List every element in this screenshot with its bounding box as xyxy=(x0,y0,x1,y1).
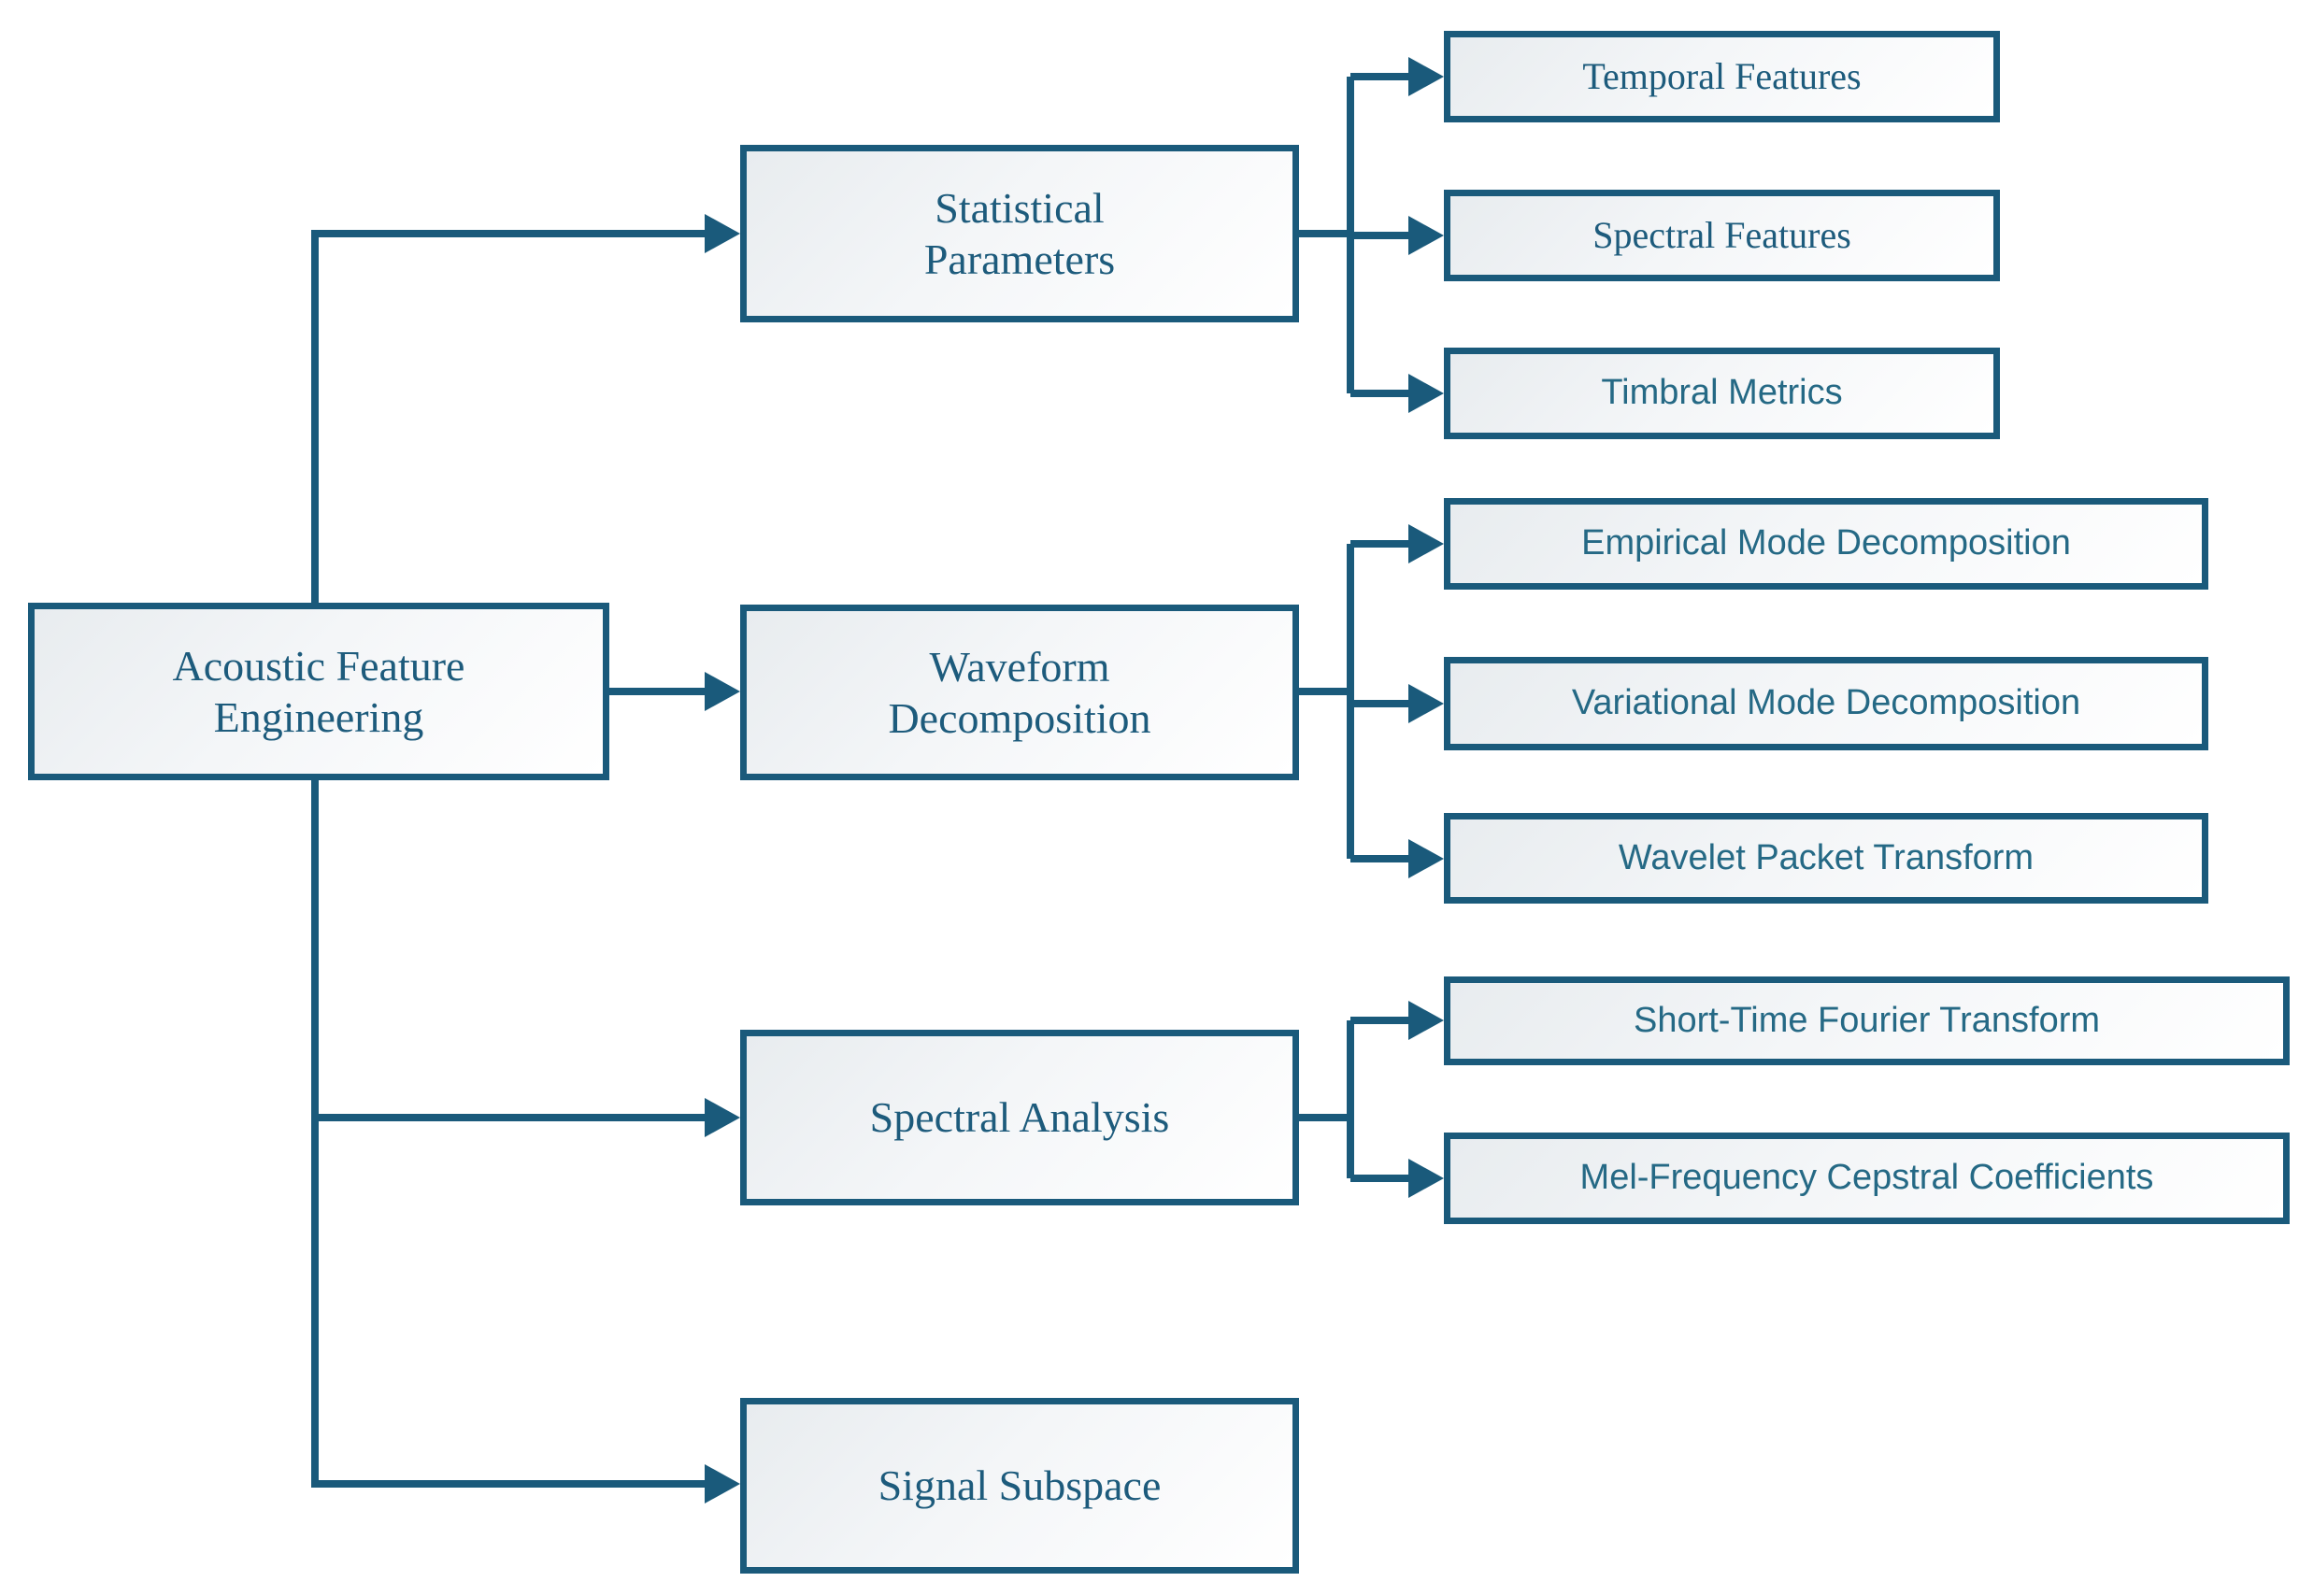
node-label: Temporal Features xyxy=(1582,55,1862,97)
node-label: Mel-Frequency Cepstral Coefficients xyxy=(1579,1158,2154,1198)
node-spectral-analysis: Spectral Analysis xyxy=(740,1030,1299,1205)
node-label: Empirical Mode Decomposition xyxy=(1581,523,2071,563)
node-label: Spectral Features xyxy=(1592,214,1851,256)
node-mel-frequency-cepstral-coefficients: Mel-Frequency Cepstral Coefficients xyxy=(1444,1133,2290,1224)
node-label: Acoustic Feature Engineering xyxy=(172,641,465,741)
arrow-vmd xyxy=(1408,684,1444,723)
arrow-signal-subspace xyxy=(705,1464,740,1503)
node-short-time-fourier-transform: Short-Time Fourier Transform xyxy=(1444,976,2290,1065)
node-acoustic-feature-engineering: Acoustic Feature Engineering xyxy=(28,603,609,780)
arrow-mfcc xyxy=(1408,1159,1444,1198)
node-variational-mode-decomposition: Variational Mode Decomposition xyxy=(1444,657,2208,750)
node-label: Spectral Analysis xyxy=(869,1093,1170,1142)
node-label: Statistical Parameters xyxy=(923,183,1116,283)
node-temporal-features: Temporal Features xyxy=(1444,31,2000,122)
arrow-spectral-features xyxy=(1408,216,1444,255)
node-statistical-parameters: Statistical Parameters xyxy=(740,145,1299,322)
connector-root-to-statistical xyxy=(311,230,708,605)
arrow-stft xyxy=(1408,1001,1444,1040)
arrow-emd xyxy=(1408,524,1444,563)
node-empirical-mode-decomposition: Empirical Mode Decomposition xyxy=(1444,498,2208,590)
arrowheads xyxy=(705,57,1444,1503)
arrow-waveform xyxy=(705,672,740,711)
node-label: Variational Mode Decomposition xyxy=(1571,683,2081,723)
node-waveform-decomposition: Waveform Decomposition xyxy=(740,605,1299,780)
node-label: Timbral Metrics xyxy=(1601,373,1843,413)
node-label: Signal Subspace xyxy=(878,1461,1162,1510)
arrow-spectral-analysis xyxy=(705,1098,740,1137)
node-spectral-features: Spectral Features xyxy=(1444,190,2000,281)
arrow-timbral xyxy=(1408,374,1444,413)
node-label: Waveform Decomposition xyxy=(888,642,1151,742)
node-wavelet-packet-transform: Wavelet Packet Transform xyxy=(1444,813,2208,904)
node-signal-subspace: Signal Subspace xyxy=(740,1398,1299,1574)
node-label: Wavelet Packet Transform xyxy=(1618,837,2035,877)
node-timbral-metrics: Timbral Metrics xyxy=(1444,348,2000,439)
arrow-wpt xyxy=(1408,839,1444,878)
arrow-statistical xyxy=(705,214,740,253)
arrow-temporal xyxy=(1408,57,1444,96)
node-label: Short-Time Fourier Transform xyxy=(1633,1000,2101,1040)
connector-root-to-signal xyxy=(311,780,708,1488)
